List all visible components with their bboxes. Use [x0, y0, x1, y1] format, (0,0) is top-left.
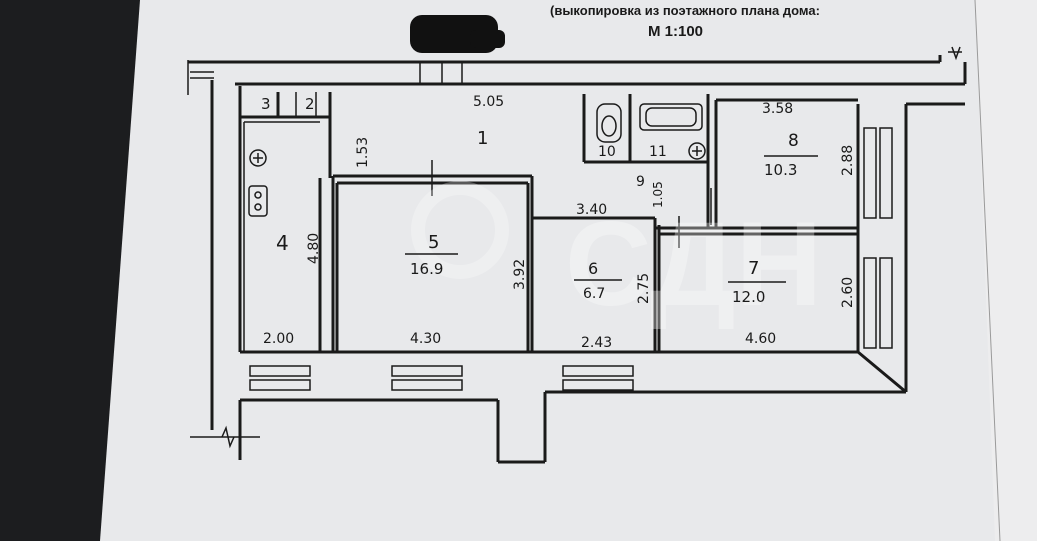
room-8-number: 8 [788, 131, 799, 151]
plan-caption: (выкопировка из поэтажного плана дома: [550, 3, 820, 18]
watermark-text: СДН [565, 197, 822, 331]
fixtures [248, 103, 706, 217]
room-7-number: 7 [748, 258, 759, 279]
room-2-number: 2 [305, 95, 315, 113]
watermark: СДН [411, 181, 822, 331]
room-10-number: 10 [598, 144, 616, 160]
walls [188, 55, 967, 464]
room-9-length: 1.05 [651, 181, 665, 208]
room-7-width: 4.60 [745, 331, 776, 347]
room-5-length: 3.92 [512, 259, 528, 290]
paper-sheet [100, 0, 1037, 541]
room-4-length: 4.80 [306, 233, 322, 264]
room-5-width: 4.30 [410, 331, 441, 347]
room-8-length: 2.88 [840, 145, 856, 176]
room-6-number: 6 [588, 259, 598, 278]
room-6-area: 6.7 [583, 286, 605, 302]
room-1-width: 5.05 [473, 94, 504, 110]
room-7-length: 2.60 [840, 277, 856, 308]
room-7-area: 12.0 [732, 288, 765, 306]
windows-bottom [249, 365, 634, 391]
room-11-number: 11 [649, 144, 667, 160]
paper-margin [975, 0, 1037, 541]
room-1-depth: 1.53 [355, 137, 371, 168]
room-4-width: 2.00 [263, 331, 294, 347]
room-6-width: 2.43 [581, 335, 612, 351]
corridor-width: 3.40 [576, 202, 607, 218]
room-4-number: 4 [276, 231, 289, 255]
room-9-number: 9 [636, 174, 645, 190]
paper-fold [974, 0, 1001, 541]
room-1-number: 1 [477, 128, 488, 149]
plan-scale: М 1:100 [648, 23, 703, 40]
room-5-area: 16.9 [410, 260, 443, 278]
room-8-area: 10.3 [764, 161, 797, 179]
room-8-width: 3.58 [762, 101, 793, 117]
windows-right [863, 127, 893, 349]
room-6-length: 2.75 [636, 273, 652, 304]
room-3-number: 3 [261, 95, 271, 113]
room-5-number: 5 [428, 232, 439, 253]
room-labels: 1 5.05 1.53 2 3 4 4.80 2.00 5 16.9 4.30 … [261, 94, 856, 351]
